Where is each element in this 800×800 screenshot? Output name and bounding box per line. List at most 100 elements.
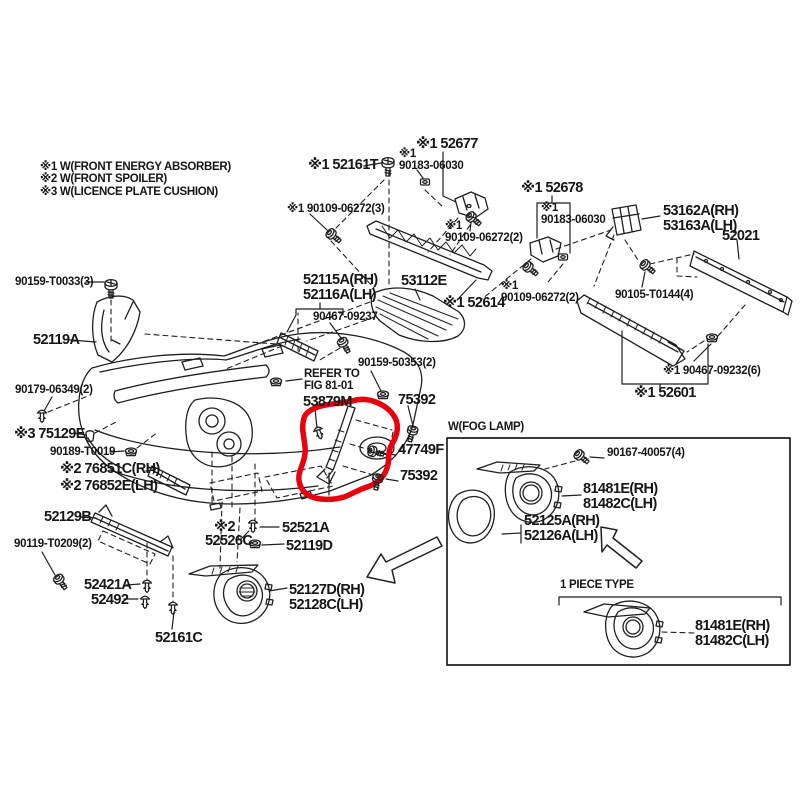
grommet-icon: [124, 447, 138, 457]
part-label-90183-right-number: 90183-06030: [541, 213, 606, 226]
red-highlight-loop: [296, 396, 401, 503]
part-label-52115a-52116a: 52115A(RH) 52116A(LH): [303, 273, 378, 303]
part-label-53162a: 53162A(RH): [663, 203, 739, 219]
part-label-90467-09237: 90467-09237: [313, 311, 378, 323]
part-label-52021: 52021: [722, 228, 760, 244]
radiator-grille-drawing: [370, 287, 466, 343]
part-label-76852e: ※2 76852E(LH): [60, 478, 158, 494]
part-label-90109-06272-2a: ※1 90109-06272(2): [445, 220, 523, 244]
part-label-90183-right: ※1 90183-06030: [541, 202, 606, 226]
grommet-icon: [269, 377, 283, 387]
part-label-52125a-52126a: 52125A(RH) 52126A(LH): [524, 513, 600, 544]
part-label-90467-09232: ※1 90467-09232(6): [663, 365, 761, 377]
part-label-81481e-a1: 81481E(RH): [583, 481, 658, 497]
part-label-53162a-53163a: 53162A(RH) 53163A(LH): [663, 203, 739, 234]
one-piece-type-label: 1 PIECE TYPE: [560, 579, 634, 591]
corner-bracket-52677-drawing: [454, 191, 489, 219]
legend-line-2: ※2 W(FRONT SPOILER): [40, 173, 167, 186]
screw-icon: [366, 444, 386, 460]
part-label-90105-t0144: 90105-T0144(4): [615, 289, 694, 301]
legend-line-1: ※1 W(FRONT ENERGY ABSORBER): [40, 161, 231, 173]
part-label-90179-06349: 90179-06349(2): [15, 384, 93, 396]
part-label-90159-t0033: 90159-T0033(3): [15, 276, 94, 288]
cushion-plug-icon: [85, 430, 95, 443]
bumper-corner-cover-drawing: [91, 295, 141, 363]
legend-line-3: ※3 W(LICENCE PLATE CUSHION): [40, 185, 218, 198]
corner-bracket-52678-drawing: [529, 236, 562, 263]
energy-absorber-beam-drawing: [366, 220, 493, 281]
license-bracket-52021-drawing: [689, 250, 793, 316]
grommet-icon: [705, 333, 719, 343]
side-retainer-drawing: [276, 332, 319, 362]
screw-icon: [520, 259, 541, 279]
part-label-90183-right-mark: ※1: [541, 202, 558, 214]
fog-lamp-inset-header: W(FOG LAMP): [448, 421, 524, 433]
refer-note-line1: REFER TO: [304, 368, 360, 380]
part-label-90183-top-number: 90183-06030: [399, 159, 464, 172]
part-label-90119-t0209: 90119-T0209(2): [14, 538, 92, 550]
part-label-52127d: 52127D(RH): [289, 582, 365, 598]
part-label-52678: ※1 52678: [521, 180, 583, 196]
part-label-53112e: 53112E: [401, 273, 447, 289]
part-label-90167-40057: 90167-40057(4): [607, 447, 685, 459]
part-label-90159-50353: 90159-50353(2): [358, 357, 436, 369]
bolt-icon: [381, 156, 395, 177]
part-label-81481e-b1: 81481E(RH): [695, 618, 770, 634]
part-label-90109-2a-number: 90109-06272(2): [445, 231, 523, 244]
part-label-81481e-b: 81481E(RH) 81482C(LH): [695, 619, 770, 649]
part-label-52161c: 52161C: [155, 630, 203, 646]
clip-icon: [141, 579, 153, 594]
part-label-90109-06272-2b: ※1 90109-06272(2): [501, 280, 579, 304]
part-label-52521a: 52521A: [282, 520, 330, 536]
clip-icon: [312, 425, 327, 442]
fog-lamp-inset-box: [446, 437, 791, 666]
screw-icon: [335, 335, 354, 356]
part-label-53163a: 53163A(LH): [663, 218, 737, 234]
one-piece-bezel-drawing: [583, 600, 664, 658]
part-label-90189-t0019: 90189-T0019: [50, 446, 116, 458]
part-label-52116a: 52116A(LH): [303, 287, 377, 303]
part-label-52161t: ※1 52161T: [308, 157, 379, 173]
screw-icon: [571, 447, 592, 467]
part-label-52601: ※1 52601: [634, 385, 696, 401]
front-bumper-drawing: [77, 331, 423, 511]
part-label-52526c: 52526C: [205, 533, 253, 549]
part-label-52128c: 52128C(LH): [289, 597, 363, 613]
part-label-53879m: 53879M: [303, 394, 352, 410]
part-label-52119d: 52119D: [286, 538, 333, 554]
part-label-52492: 52492: [91, 592, 129, 608]
clip-icon: [139, 595, 151, 610]
part-label-52614: ※1 52614: [443, 295, 505, 311]
bolt-icon: [104, 278, 118, 299]
part-label-81481e-a: 81481E(RH) 81482C(LH): [583, 482, 658, 512]
part-label-52129b: 52129B: [44, 509, 92, 525]
part-label-52421a: 52421A: [84, 577, 132, 593]
part-label-81482c-b1: 81482C(LH): [695, 633, 769, 649]
highlighted-trim-53879m-drawing: [316, 405, 356, 485]
fog-bezel-main-drawing: [188, 564, 274, 624]
part-label-52125a: 52125A(RH): [524, 513, 600, 529]
clip-icon: [247, 519, 259, 534]
part-label-52677: ※1 52677: [416, 136, 478, 152]
part-label-81482c-a1: 81482C(LH): [583, 496, 657, 512]
lower-spoiler-bar-drawing: [90, 504, 174, 557]
screw-icon: [637, 257, 658, 277]
part-label-76851c: ※2 76851C(RH): [60, 461, 160, 477]
part-label-90183-top-mark: ※1: [399, 148, 416, 160]
part-label-90109-2b-number: 90109-06272(2): [501, 291, 579, 304]
clip-icon: [167, 601, 179, 616]
part-label-52526c-mark: ※2: [214, 519, 236, 535]
leader-lines: [41, 151, 782, 630]
part-label-47749f: 47749F: [398, 442, 444, 458]
fog-cover-52125-drawing: [447, 489, 495, 544]
part-label-52115a: 52115A(RH): [303, 272, 378, 288]
clip-icon: [36, 409, 48, 424]
main-direction-arrow: [366, 536, 443, 584]
grommet-icon: [376, 390, 390, 400]
front-spoiler-pad-drawing: [147, 465, 191, 496]
inset-direction-arrow: [600, 526, 643, 569]
side-bracket-53162-drawing: [605, 204, 642, 241]
refer-note-line2: FIG 81-01: [304, 379, 354, 392]
